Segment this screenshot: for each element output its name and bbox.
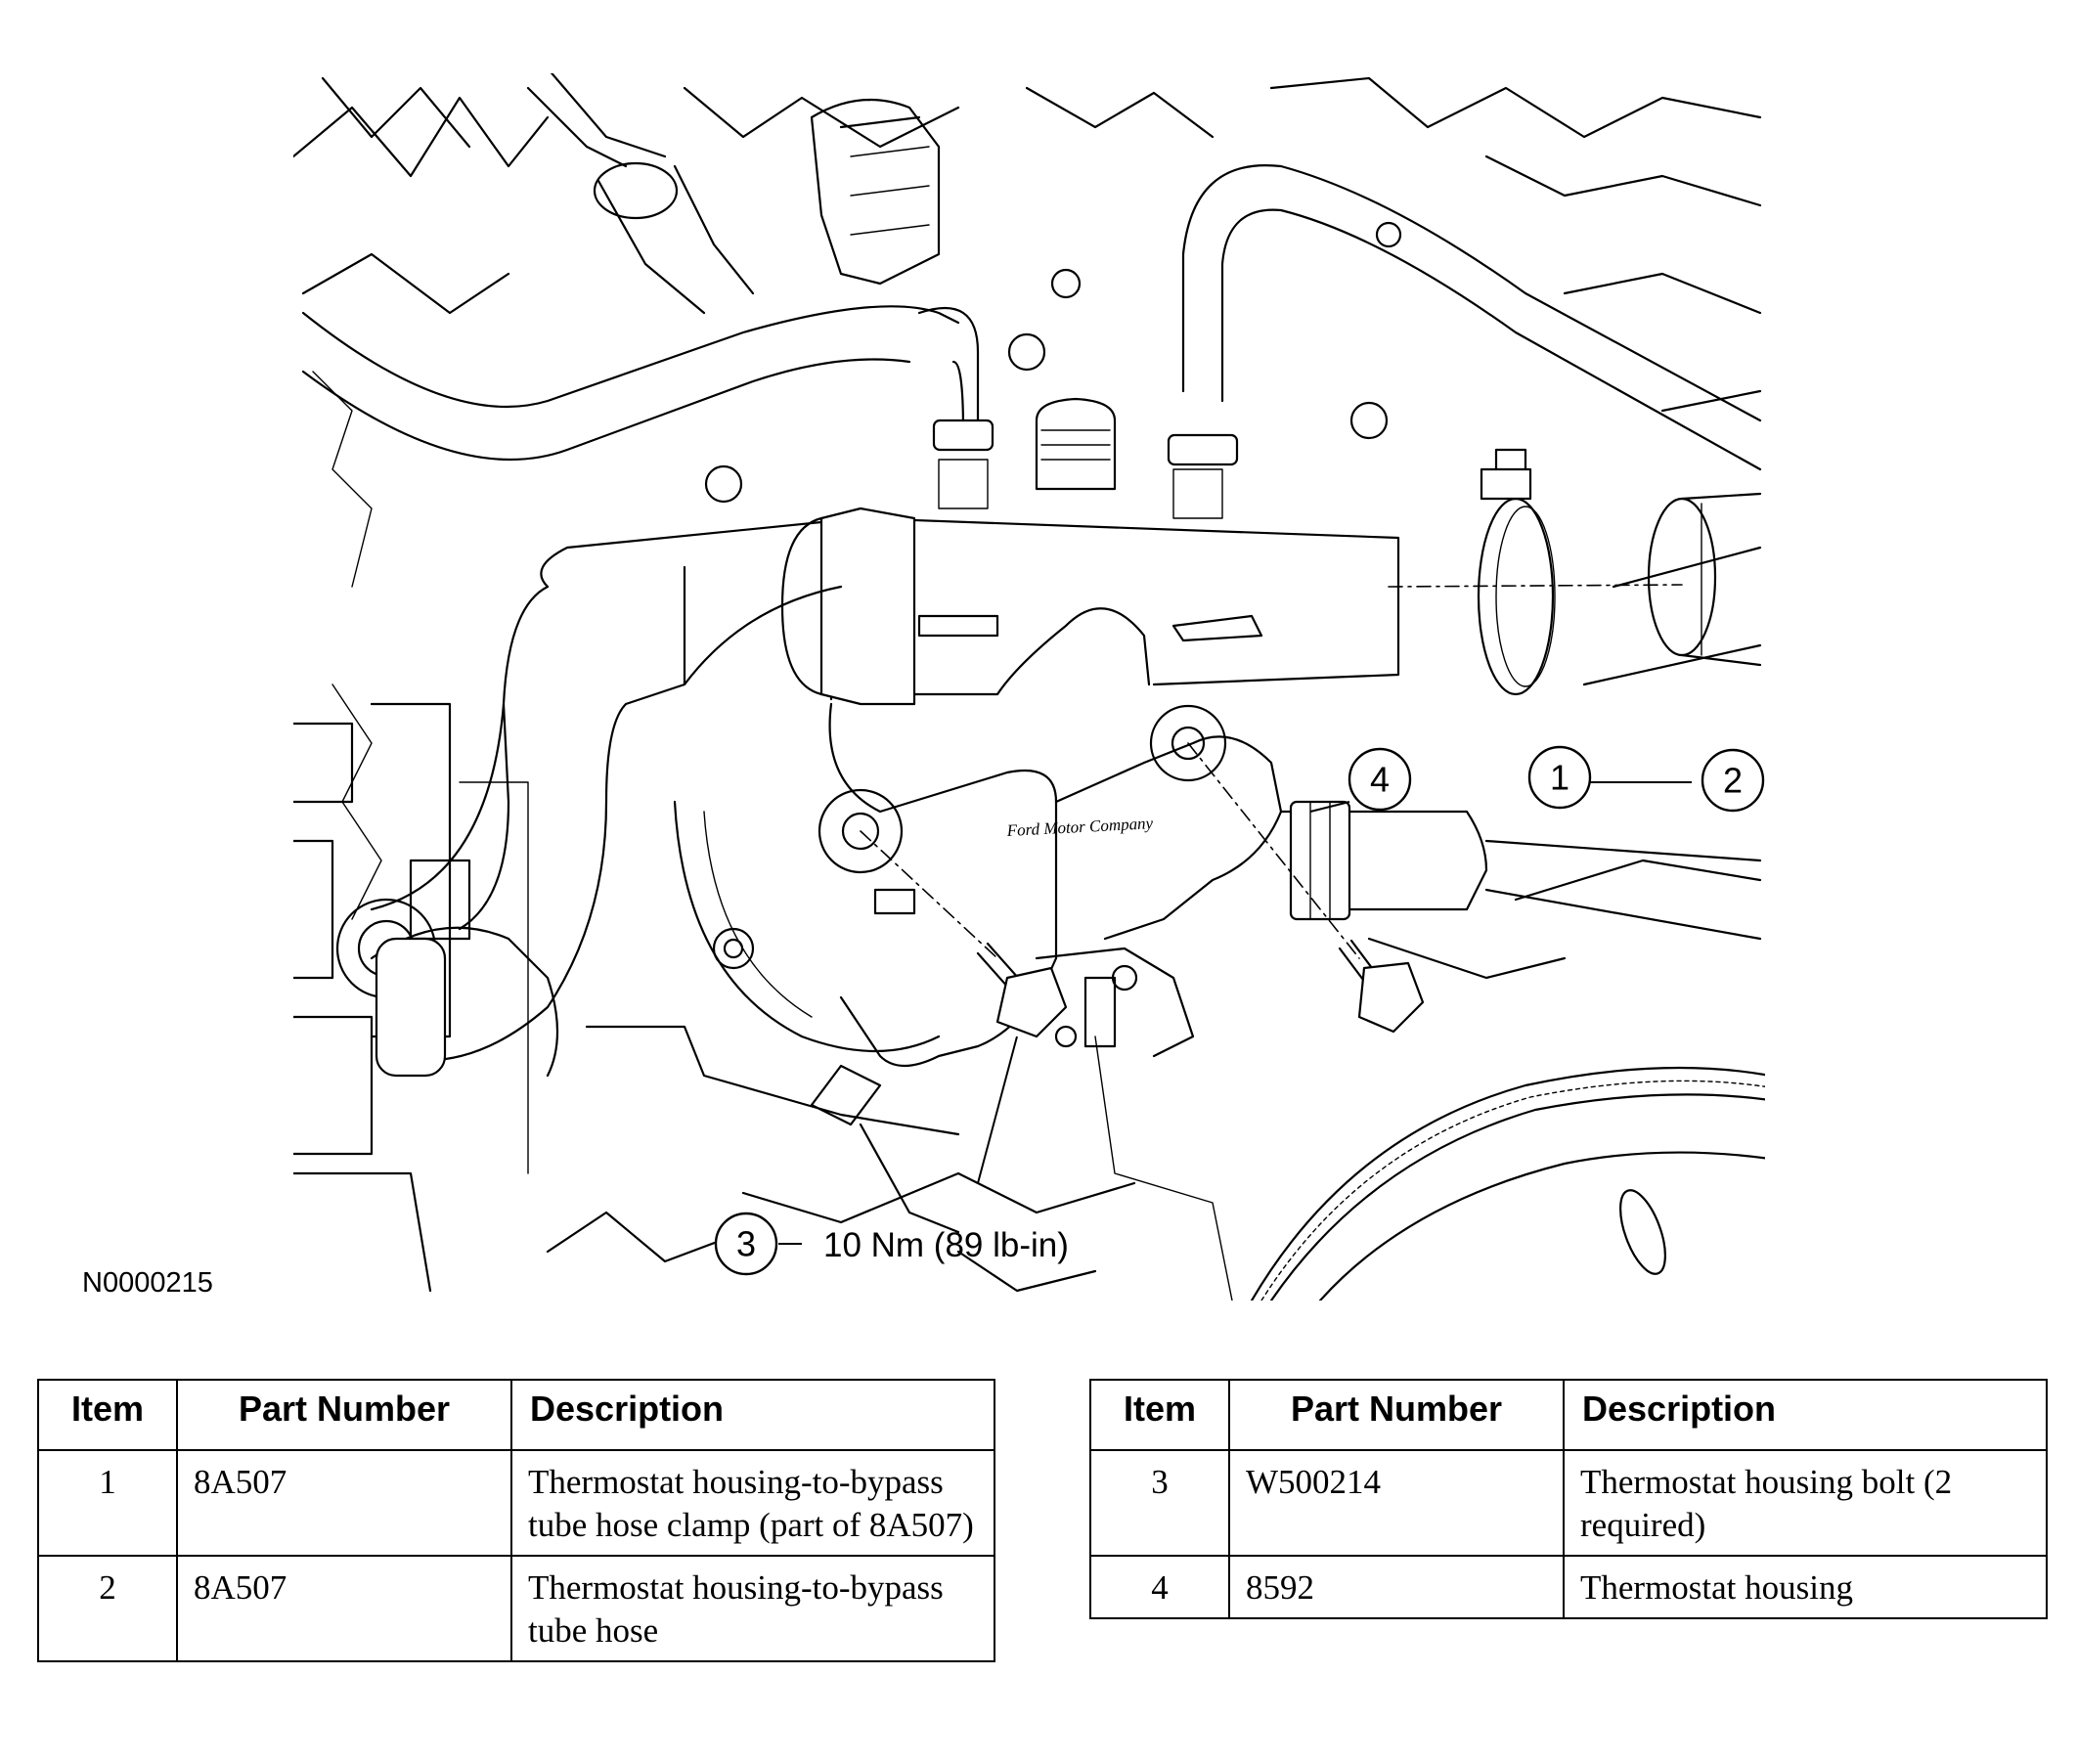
figure-id-label: N0000215 (82, 1267, 213, 1299)
callout-4-label: 4 (1370, 760, 1390, 800)
header-part-number: Part Number (176, 1379, 512, 1451)
casting-logo: Ford Motor Company (1005, 814, 1154, 840)
item-cell: 4 (1089, 1555, 1230, 1619)
table-row: 3 W500214 Thermostat housing bolt (2 req… (1089, 1449, 2048, 1557)
item-cell: 2 (37, 1555, 178, 1662)
engine-illustration: Ford Motor Company (82, 73, 1765, 1301)
torque-spec: 10 Nm (89 lb-in) (823, 1226, 1069, 1264)
callout-2: 2 (1701, 748, 1765, 813)
part-number-cell: 8A507 (176, 1449, 512, 1557)
description-cell: Thermostat housing-to-bypass tube hose c… (510, 1449, 995, 1557)
description-cell: Thermostat housing-to-bypass tube hose (510, 1555, 995, 1662)
header-description: Description (510, 1379, 995, 1451)
description-cell: Thermostat housing bolt (2 required) (1563, 1449, 2048, 1557)
part-number-cell: 8592 (1228, 1555, 1565, 1619)
description-cell: Thermostat housing (1563, 1555, 2048, 1619)
item-cell: 1 (37, 1449, 178, 1557)
item-cell: 3 (1089, 1449, 1230, 1557)
part-number-cell: W500214 (1228, 1449, 1565, 1557)
thermostat-housing-line-drawing: Ford Motor Company (293, 73, 1765, 1301)
table-header-row: Item Part Number Description (37, 1379, 995, 1451)
callout-2-label: 2 (1723, 761, 1743, 801)
callout-4: 4 (1309, 747, 1412, 813)
header-item: Item (1089, 1379, 1230, 1451)
callout-3-label: 3 (736, 1224, 756, 1264)
callout-3: 3 10 Nm (89 lb-in) (714, 1036, 1069, 1276)
part-number-cell: 8A507 (176, 1555, 512, 1662)
table-row: 2 8A507 Thermostat housing-to-bypass tub… (37, 1555, 995, 1662)
parts-table-right: Item Part Number Description 3 W500214 T… (1089, 1379, 2048, 1619)
header-part-number: Part Number (1228, 1379, 1565, 1451)
header-description: Description (1563, 1379, 2048, 1451)
table-row: 1 8A507 Thermostat housing-to-bypass tub… (37, 1449, 995, 1557)
callout-1: 1 (1527, 745, 1692, 810)
table-header-row: Item Part Number Description (1089, 1379, 2048, 1451)
parts-table-left: Item Part Number Description 1 8A507 The… (37, 1379, 995, 1662)
header-item: Item (37, 1379, 178, 1451)
callout-1-label: 1 (1550, 758, 1569, 798)
table-row: 4 8592 Thermostat housing (1089, 1555, 2048, 1619)
